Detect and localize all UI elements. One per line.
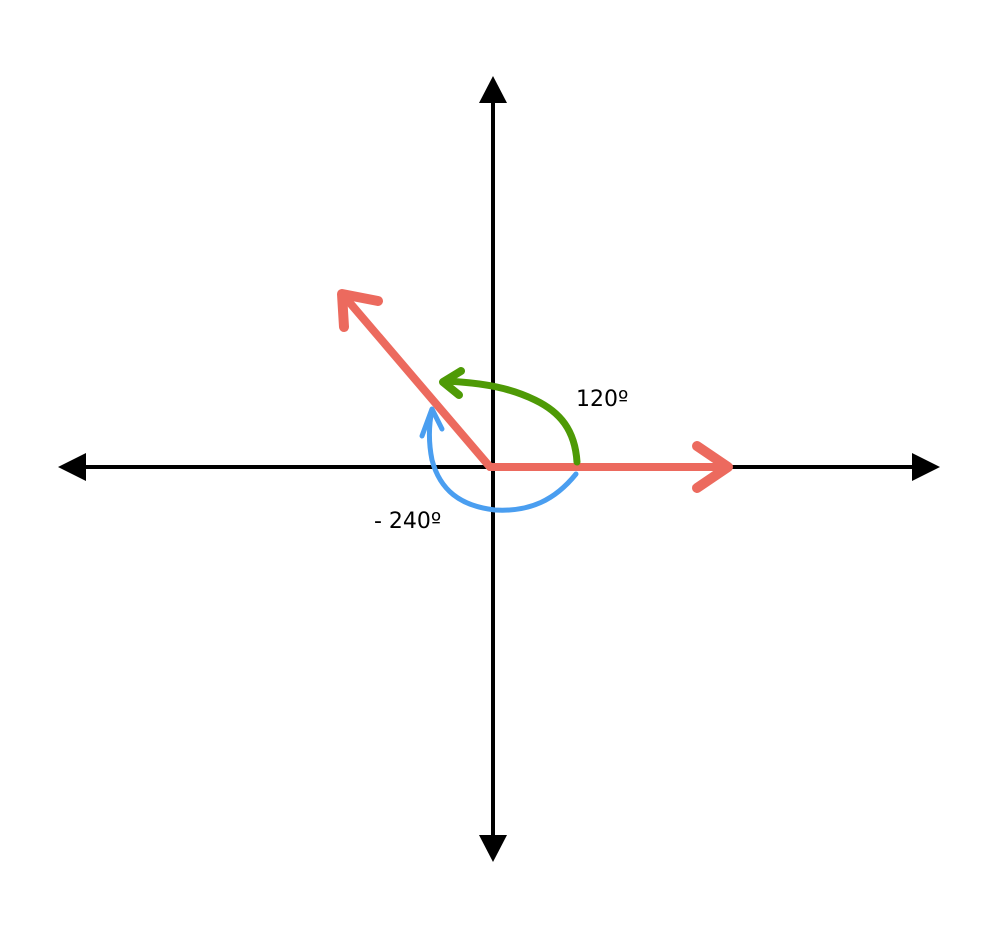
positive-rotation-arrowhead bbox=[439, 367, 465, 399]
initial-side-arrowhead bbox=[692, 441, 733, 493]
terminal-side-arrowhead bbox=[337, 289, 383, 332]
negative-angle-label: - 240º bbox=[374, 509, 441, 534]
y-axis-bottom-arrowhead bbox=[479, 835, 507, 862]
positive-rotation-arc bbox=[439, 367, 581, 466]
negative-rotation-arc bbox=[419, 406, 579, 513]
terminal-side-vector bbox=[337, 289, 494, 471]
negative-rotation-arrowhead bbox=[419, 406, 445, 439]
x-axis-right-arrowhead bbox=[912, 453, 940, 481]
initial-side-vector bbox=[486, 441, 733, 493]
y-axis-top-arrowhead bbox=[479, 76, 507, 103]
positive-angle-label: 120º bbox=[576, 387, 628, 412]
x-axis-left-arrowhead bbox=[58, 453, 86, 481]
